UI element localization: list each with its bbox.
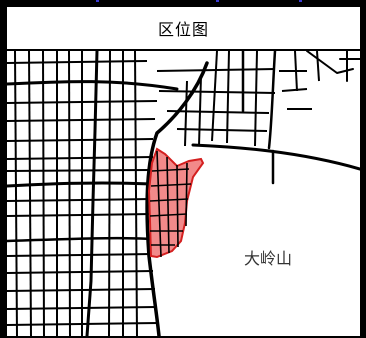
- street-network: [7, 51, 360, 336]
- map-area[interactable]: 大岭山: [7, 51, 360, 336]
- site-area[interactable]: [147, 147, 205, 259]
- top-border: [0, 0, 366, 7]
- title-bar: 区位图: [7, 7, 360, 51]
- map-title: 区位图: [157, 20, 209, 39]
- place-label-dalingshan: 大岭山: [244, 249, 293, 268]
